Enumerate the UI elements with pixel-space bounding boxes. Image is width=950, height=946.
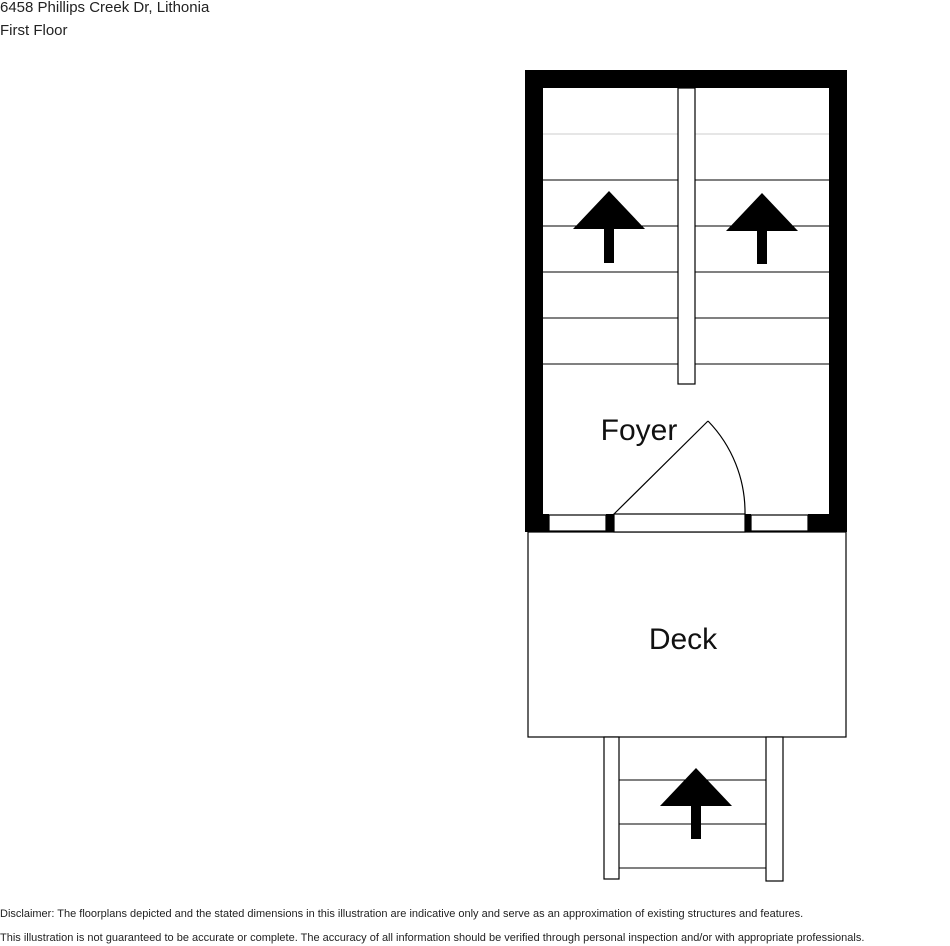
deck-area (527, 531, 847, 738)
stair-divider (677, 87, 696, 385)
property-address: 6458 Phillips Creek Dr, Lithonia (0, 0, 210, 16)
stair-up-arrow-left-icon (573, 191, 645, 263)
front-windows (548, 514, 809, 532)
disclaimer-line-1: Disclaimer: The floorplans depicted and … (0, 908, 804, 920)
disclaimer-line-2: This illustration is not guaranteed to b… (0, 932, 865, 944)
exterior-walls (525, 70, 847, 532)
exterior-stair-rail-left (603, 736, 620, 880)
front-door (613, 420, 746, 533)
room-label-deck: Deck (649, 623, 718, 656)
interior-stair-treads-right (695, 133, 829, 319)
exterior-stair-rail-right (765, 736, 784, 882)
stair-up-arrow-right-icon (726, 193, 798, 264)
room-label-foyer: Foyer (601, 414, 678, 447)
exterior-stair-up-arrow-icon (660, 768, 732, 839)
floor-name: First Floor (0, 22, 68, 39)
